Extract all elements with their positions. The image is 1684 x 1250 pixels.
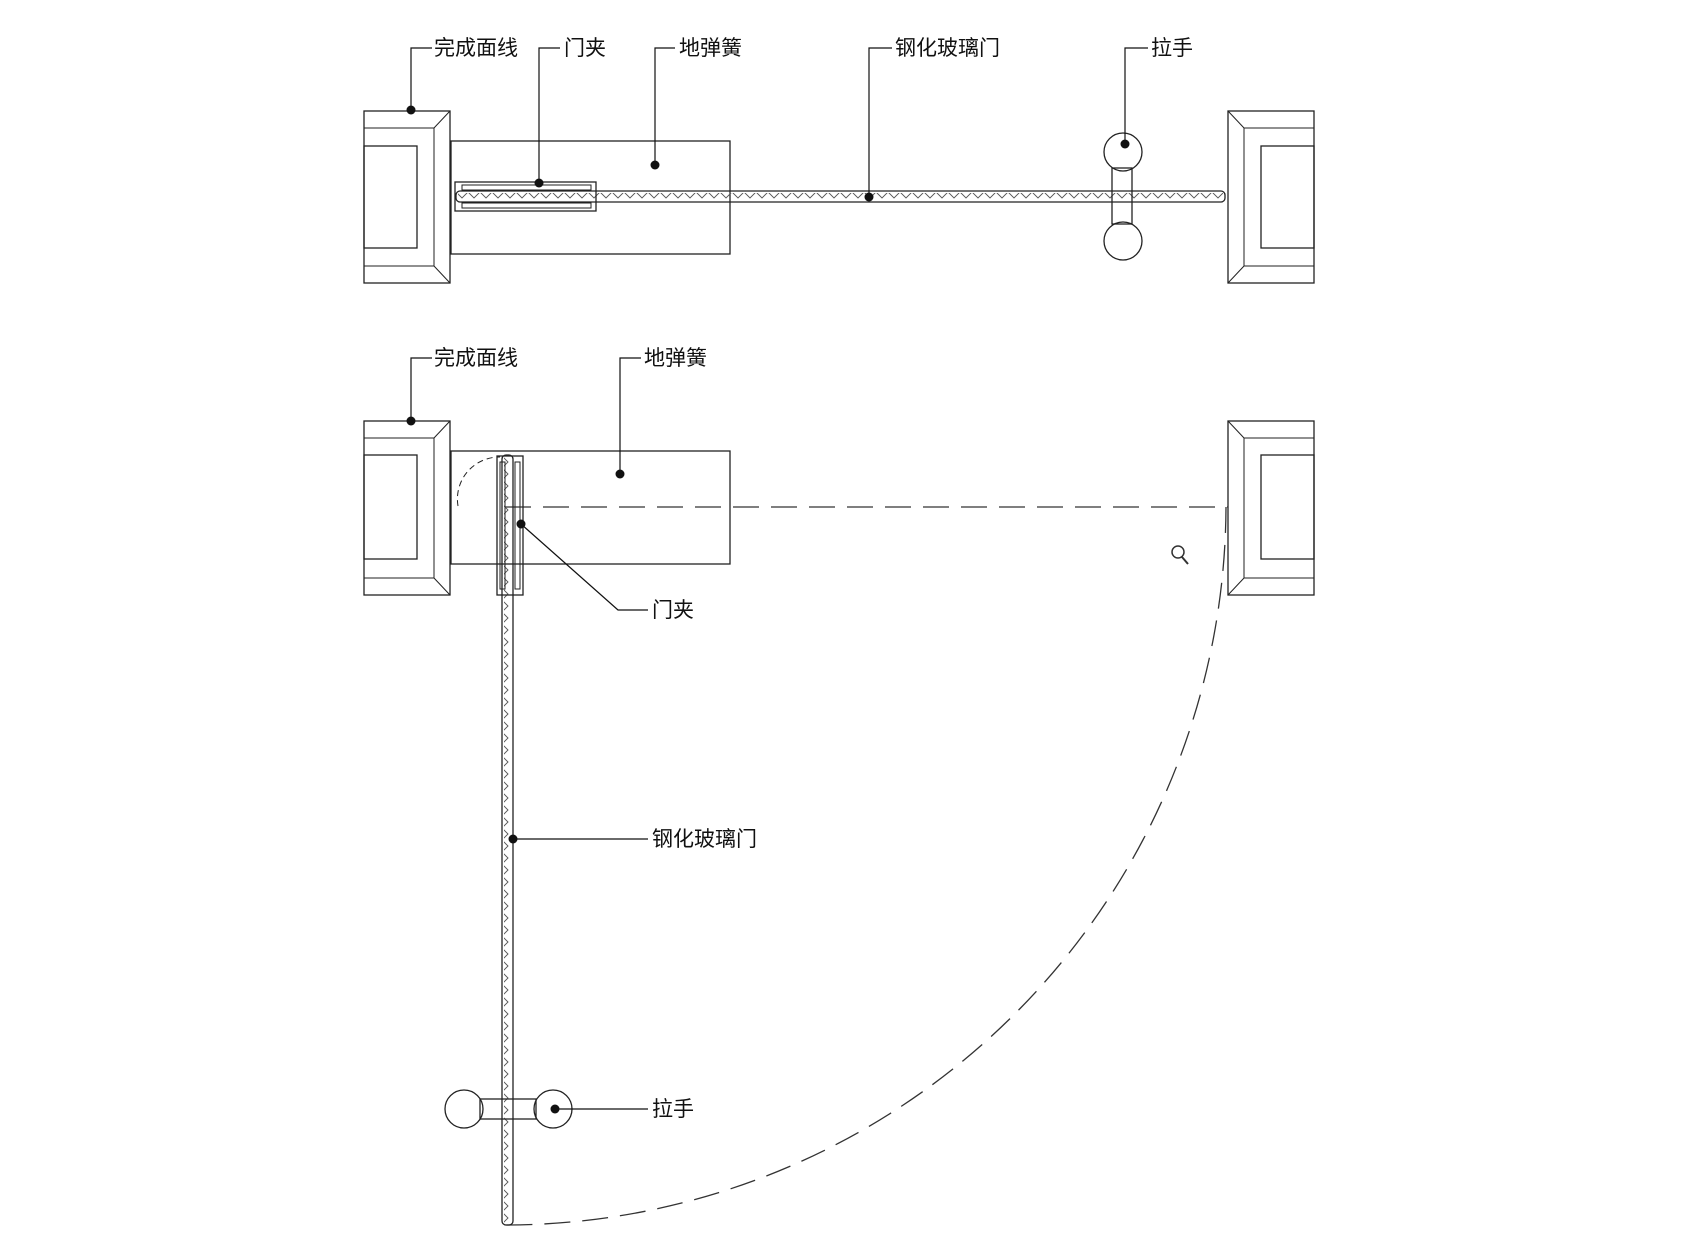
bottom-label-finish-line: 完成面线 bbox=[434, 346, 518, 370]
top-label-floor-spring: 地弹簧 bbox=[679, 36, 742, 60]
top-right-jamb bbox=[1227, 110, 1315, 284]
top-door-clamp bbox=[454, 181, 597, 212]
door-swing-arc bbox=[504, 506, 1227, 1226]
top-handle bbox=[1103, 132, 1143, 261]
bottom-leaders bbox=[406, 357, 648, 1114]
top-view: 完成面线 门夹 地弹簧 钢化玻璃门 拉手 bbox=[363, 36, 1315, 284]
bottom-label-door-clamp: 门夹 bbox=[652, 598, 694, 622]
top-label-finish-line: 完成面线 bbox=[434, 36, 518, 60]
bottom-label-handle: 拉手 bbox=[652, 1097, 694, 1121]
bottom-label-floor-spring: 地弹簧 bbox=[644, 346, 707, 370]
bottom-floor-spring-box bbox=[450, 450, 731, 565]
top-left-jamb bbox=[363, 110, 451, 284]
top-label-handle: 拉手 bbox=[1151, 36, 1193, 60]
bottom-right-jamb bbox=[1227, 420, 1315, 596]
top-label-door-clamp: 门夹 bbox=[564, 36, 606, 60]
top-glass-door bbox=[455, 190, 1226, 203]
bottom-view: 完成面线 地弹簧 门夹 钢化玻璃门 拉手 bbox=[363, 346, 1315, 1226]
bottom-left-jamb bbox=[363, 420, 451, 596]
magnifier-icon[interactable] bbox=[1171, 545, 1189, 565]
top-label-glass-door: 钢化玻璃门 bbox=[895, 36, 1000, 60]
bottom-label-glass-door: 钢化玻璃门 bbox=[652, 827, 757, 851]
top-leaders bbox=[406, 47, 1148, 202]
pivot-arc bbox=[456, 456, 501, 507]
